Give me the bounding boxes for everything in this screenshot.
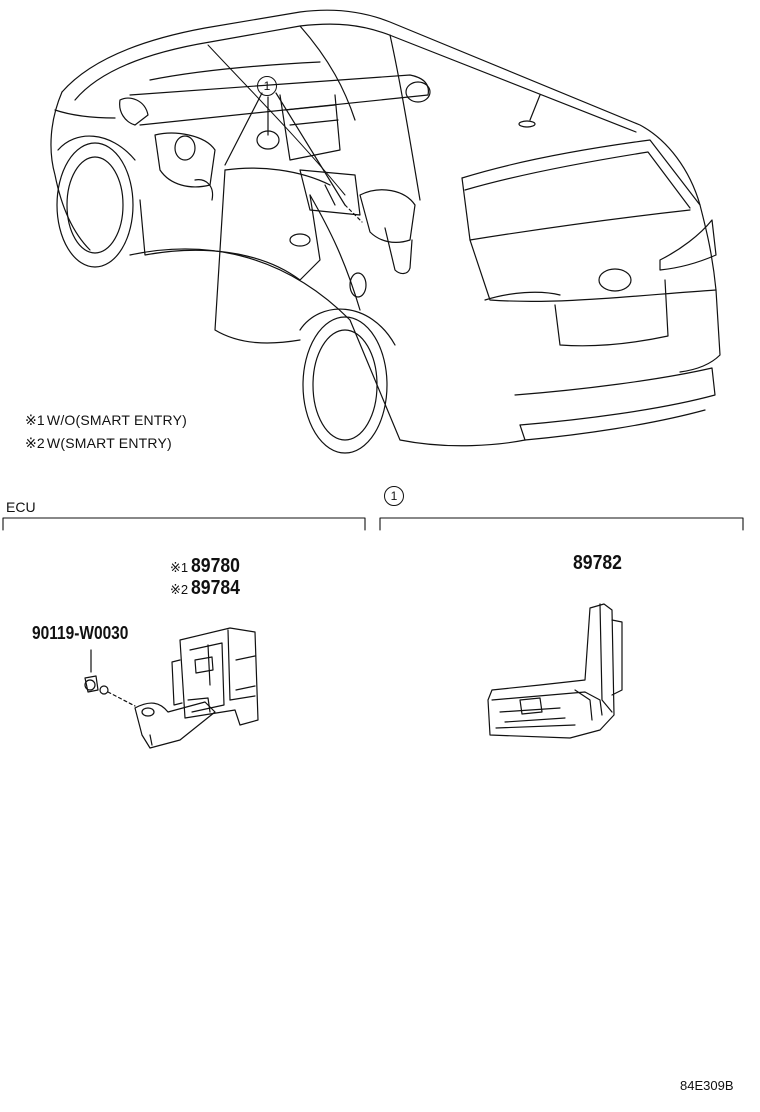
ecu-drawing (84, 627, 259, 749)
section-bracket-1 (379, 517, 744, 531)
note-1-text: W/O(SMART ENTRY) (46, 412, 188, 428)
part-89782-drawing (487, 603, 623, 739)
part-89784-mark: ※2 (170, 582, 189, 597)
section-bracket-ecu (2, 517, 366, 531)
section-callout-1: 1 (384, 486, 404, 506)
part-label-90119-w0030: 90119-W0030 (32, 623, 129, 643)
note-2-text: W(SMART ENTRY) (46, 435, 172, 451)
note-1-mark: ※1 (25, 412, 45, 428)
vehicle-callout-1: 1 (257, 76, 277, 96)
part-label-89782: 89782 (573, 552, 622, 574)
part-89780-number: 89780 (191, 555, 241, 577)
vehicle-body (50, 9, 721, 454)
section-label-ecu: ECU (6, 499, 36, 515)
part-89784-number: 89784 (191, 577, 241, 599)
part-89780-mark: ※1 (170, 560, 189, 575)
diagram-code: 84E309B (680, 1078, 734, 1093)
note-2-mark: ※2 (25, 435, 45, 451)
